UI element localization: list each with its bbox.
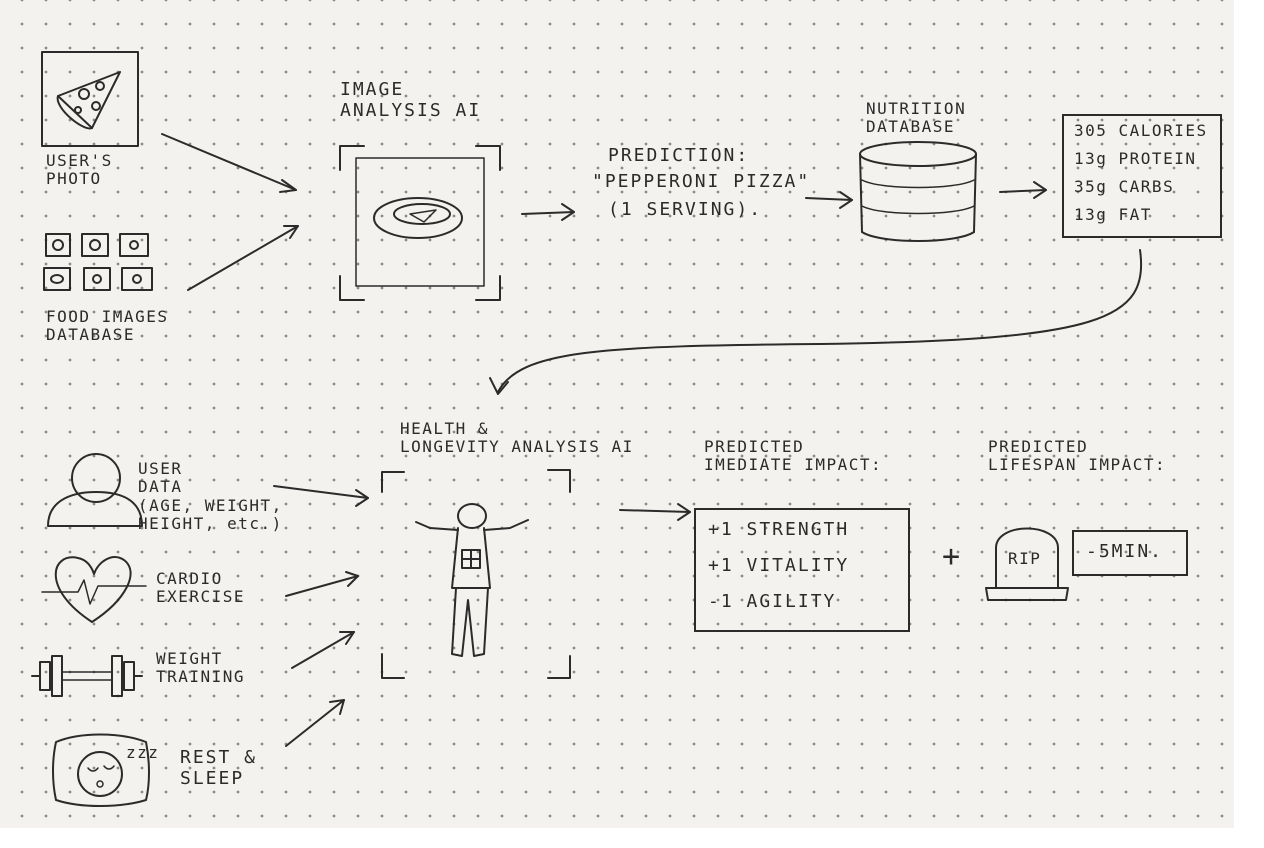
heart-pulse-icon <box>42 557 146 622</box>
health-analysis-frame <box>382 470 570 678</box>
health-ai-title: HEALTH & LONGEVITY ANALYSIS AI <box>400 420 634 457</box>
lifespan-heading: PREDICTED LIFESPAN IMPACT: <box>988 438 1166 475</box>
rest-sleep-label: REST & SLEEP <box>180 748 257 789</box>
image-ai-title: IMAGE ANALYSIS AI <box>340 80 481 121</box>
immediate-impact-box: +1 STRENGTH +1 VITALITY -1 AGILITY <box>694 508 910 632</box>
user-photo-label: USER'S PHOTO <box>46 152 113 189</box>
lifespan-value: -5MIN. <box>1086 542 1163 563</box>
plus-sign: + <box>942 540 962 575</box>
user-silhouette-icon <box>48 454 142 526</box>
database-icon <box>860 142 976 241</box>
weight-training-label: WEIGHT TRAINING <box>156 650 245 687</box>
nutrition-line: 35g CARBS <box>1074 178 1174 196</box>
immediate-heading: PREDICTED IMEDIATE IMPACT: <box>704 438 882 475</box>
impact-line: -1 AGILITY <box>708 592 836 613</box>
prediction-heading: PREDICTION: <box>608 146 749 167</box>
prediction-food: "PEPPERONI PIZZA" <box>592 172 810 193</box>
cardio-label: CARDIO EXERCISE <box>156 570 245 607</box>
body-figure-icon <box>416 504 528 656</box>
prediction-serving: (1 SERVING). <box>608 200 762 221</box>
nutrition-line: 13g FAT <box>1074 206 1152 224</box>
dumbbell-icon <box>32 656 142 696</box>
nutrition-facts-box: 305 CALORIES 13g PROTEIN 35g CARBS 13g F… <box>1062 114 1222 238</box>
nutrition-line: 13g PROTEIN <box>1074 150 1196 168</box>
nutrition-line: 305 CALORIES <box>1074 122 1208 140</box>
impact-line: +1 VITALITY <box>708 556 849 577</box>
food-images-grid-icon <box>44 234 152 290</box>
food-db-label: FOOD IMAGES DATABASE <box>46 308 168 345</box>
nutrition-db-title: NUTRITION DATABASE <box>866 100 966 137</box>
impact-line: +1 STRENGTH <box>708 520 849 541</box>
tombstone-label: RIP <box>1008 550 1041 568</box>
user-data-label: USER DATA (AGE, WEIGHT, HEIGHT, etc.) <box>138 460 283 534</box>
image-analysis-frame <box>340 146 500 300</box>
lifespan-value-box: -5MIN. <box>1072 530 1188 576</box>
zzz-label: zzz <box>126 744 159 762</box>
pizza-photo-icon <box>42 52 138 146</box>
